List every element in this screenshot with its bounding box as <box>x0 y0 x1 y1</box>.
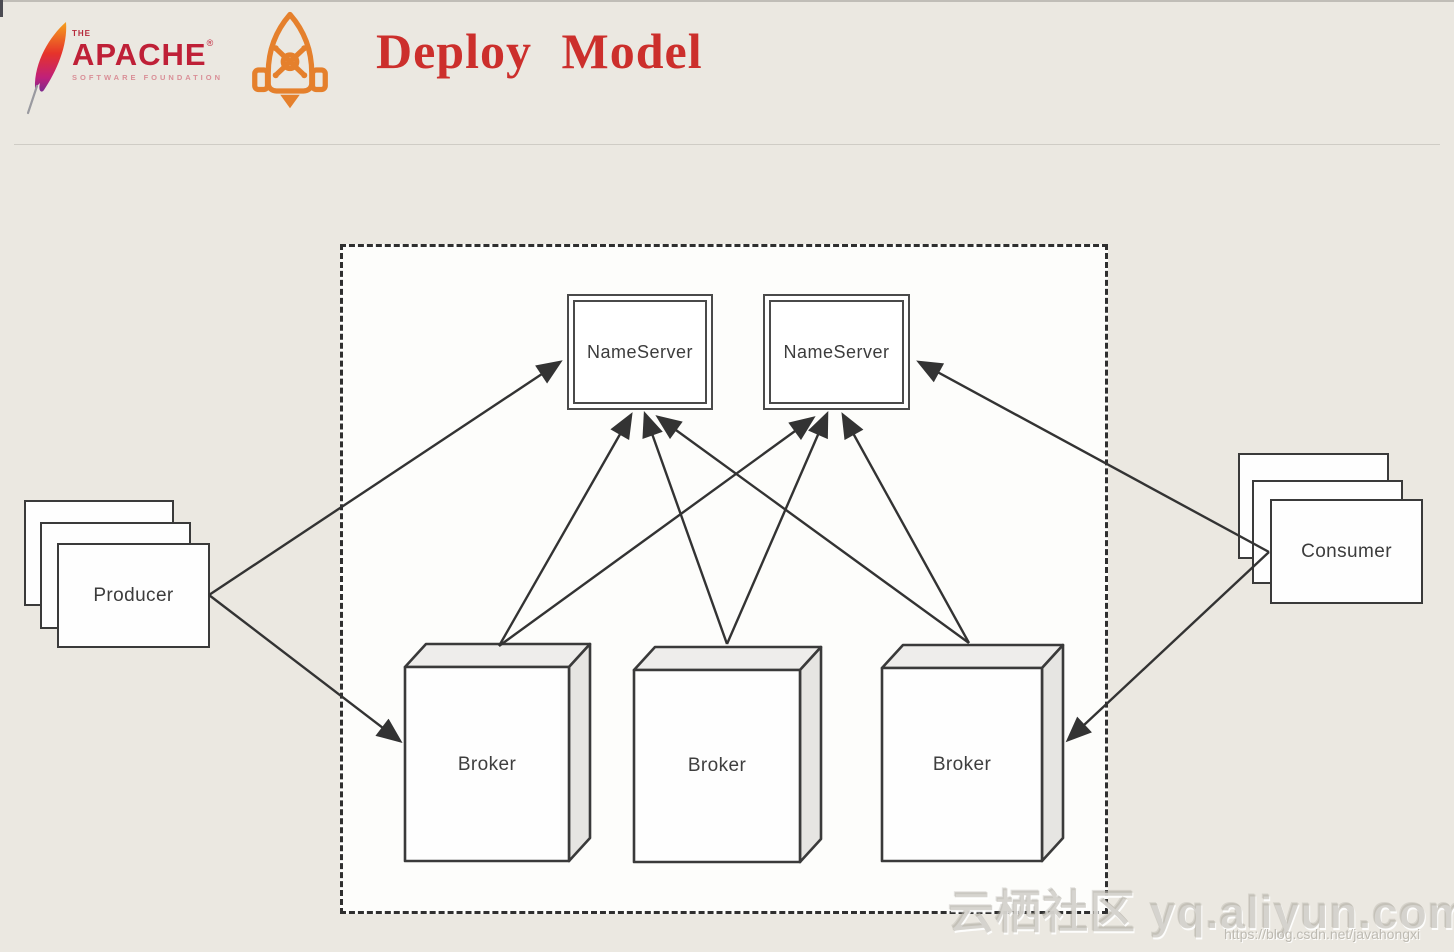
arrow-producer-to-broker1 <box>208 594 403 743</box>
consumer-card-front: Consumer <box>1270 499 1423 604</box>
broker-3-label: Broker <box>932 754 992 775</box>
apache-the-label: THE <box>72 29 91 38</box>
broker-2-side-face <box>798 645 823 864</box>
nameserver-1-node: NameServer <box>567 294 713 410</box>
screen-edge-artifact <box>0 0 3 17</box>
rocketmq-rocket-icon <box>252 11 328 109</box>
arrow-broker3-to-nameserver2 <box>841 412 971 644</box>
apache-name-label: APACHE <box>72 37 207 72</box>
nameserver-1-inner-frame: NameServer <box>573 300 707 404</box>
consumer-label: Consumer <box>1301 540 1392 562</box>
apache-wordmark: THE APACHE® SOFTWARE FOUNDATION <box>72 30 223 82</box>
broker-1-front-face <box>403 665 571 863</box>
broker-2-front-face <box>632 668 802 864</box>
page-title: Deploy Model <box>376 23 703 79</box>
broker-2-shape <box>632 645 823 864</box>
arrow-consumer-to-nameserver2 <box>916 360 1270 554</box>
screen-top-edge <box>0 0 1454 2</box>
arrow-broker1-to-nameserver2 <box>498 416 816 647</box>
producer-node: Producer <box>24 500 224 660</box>
aliyun-watermark-site: yq.aliyun.com <box>1149 886 1454 938</box>
apache-feather-icon <box>26 22 67 115</box>
csdn-watermark-url: https://blog.csdn.net/javahongxi <box>1224 926 1421 942</box>
broker-1-top-face <box>403 642 592 669</box>
apache-registered-mark: ® <box>206 38 214 48</box>
producer-label: Producer <box>93 584 174 606</box>
header-divider <box>14 144 1440 145</box>
arrow-broker2-to-nameserver2 <box>725 411 829 645</box>
nameserver-2-inner-frame: NameServer <box>769 300 904 404</box>
arrow-producer-to-nameserver1 <box>208 360 563 596</box>
consumer-node: Consumer <box>1238 453 1438 613</box>
broker-3-side-face <box>1040 643 1065 863</box>
broker-3-top-face <box>880 643 1065 670</box>
broker-2-label: Broker <box>687 755 747 776</box>
broker-3-front-face <box>880 666 1044 863</box>
nameserver-2-label: NameServer <box>783 341 890 362</box>
arrow-broker2-to-nameserver1 <box>642 410 729 645</box>
nameserver-2-node: NameServer <box>763 294 910 410</box>
nameserver-1-label: NameServer <box>586 341 694 362</box>
broker-1-label: Broker <box>457 754 517 775</box>
apache-foundation-label: SOFTWARE FOUNDATION <box>72 73 224 82</box>
arrow-broker1-to-nameserver1 <box>497 412 633 647</box>
broker-1-side-face <box>567 642 592 863</box>
aliyun-watermark: 云栖社区 yq.aliyun.com <box>948 876 1454 942</box>
arrow-consumer-to-broker3 <box>1065 551 1270 743</box>
apache-logo: THE APACHE® SOFTWARE FOUNDATION <box>24 18 239 118</box>
broker-3-shape <box>880 643 1065 863</box>
broker-2-top-face <box>632 645 823 672</box>
producer-card-front: Producer <box>57 543 210 648</box>
arrow-broker3-to-nameserver1 <box>655 415 970 644</box>
broker-1-shape <box>403 642 592 863</box>
aliyun-watermark-community: 云栖社区 <box>948 886 1136 938</box>
